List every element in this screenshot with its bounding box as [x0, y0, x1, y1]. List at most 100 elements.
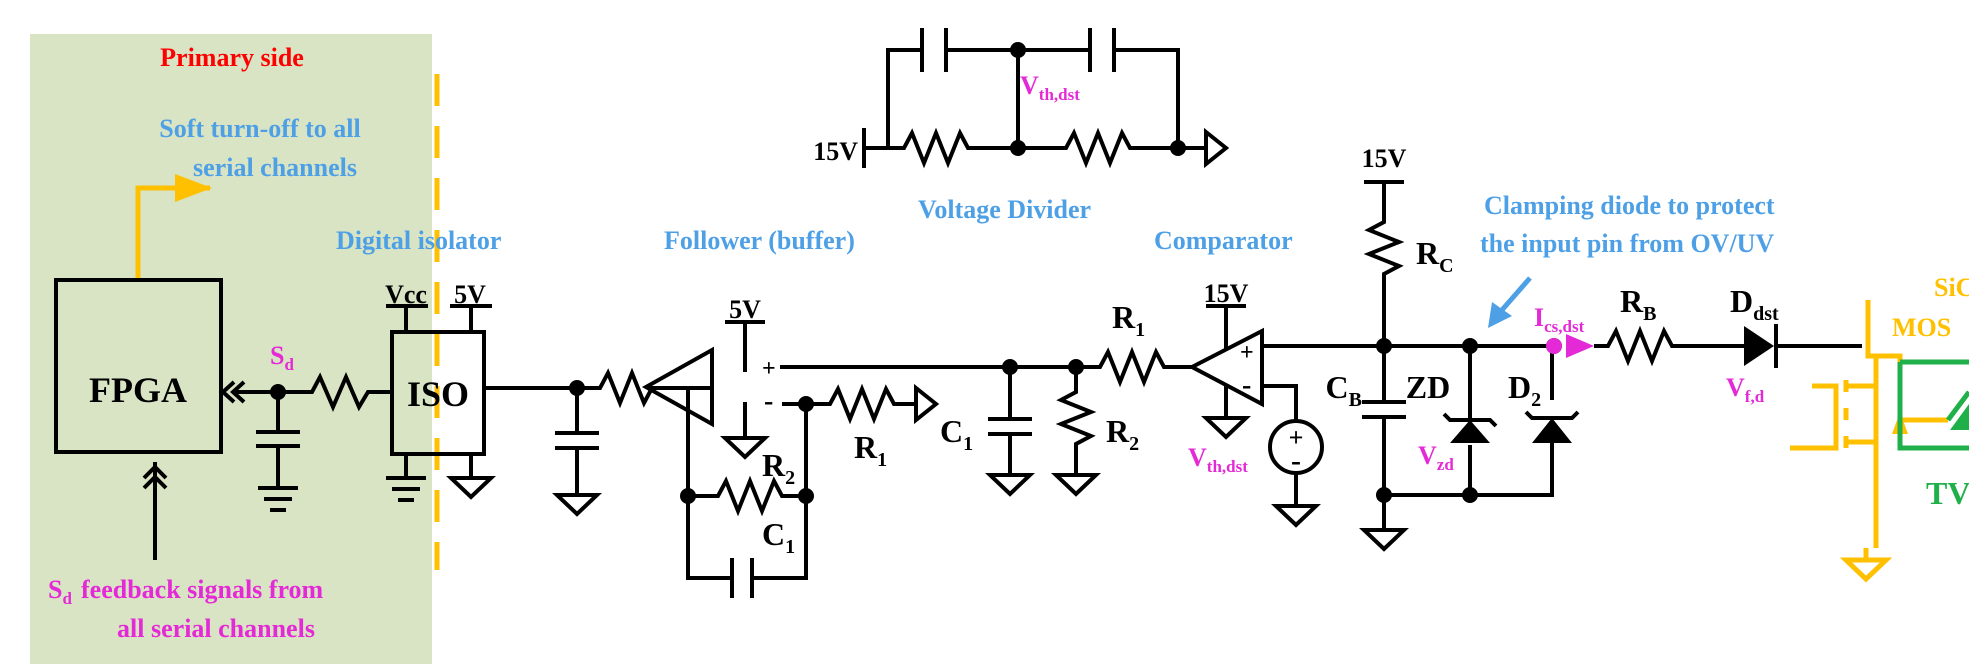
primary-side-label: Primary side: [160, 43, 304, 72]
cb-capacitor: [1358, 346, 1410, 552]
vfd-label: Vf,d: [1726, 373, 1765, 406]
divider-output-arrow: [1204, 127, 1230, 169]
ddst-diode: [1744, 326, 1774, 366]
vth-source-plus: +: [1289, 423, 1304, 452]
voltage-divider-label: Voltage Divider: [918, 195, 1091, 224]
comparator-ground: [1200, 386, 1252, 440]
clamp-arrow-shaft: [1500, 276, 1532, 312]
follower-c1-label: C1: [762, 516, 795, 558]
follower-ground: [719, 402, 771, 460]
tvs-diode: [1897, 359, 1969, 451]
divider-top-cap-2: [1088, 28, 1116, 72]
clamp-label-line2: the input pin from OV/UV: [1480, 229, 1774, 258]
filter-r1-label: R1: [1112, 299, 1145, 341]
divider-top-junction: [1010, 42, 1026, 58]
comparator-minus: -: [1242, 370, 1251, 401]
rc-label: RC: [1416, 235, 1454, 277]
follower-supply: [725, 320, 765, 372]
ddst-bar: [1774, 324, 1862, 368]
tvs-label: TV: [1926, 475, 1969, 511]
follower-fb-junction-1: [680, 488, 696, 504]
sic-label-line2: MOS: [1892, 313, 1951, 342]
sd-wire: [235, 371, 390, 413]
vzd-label: Vzd: [1418, 441, 1454, 474]
zd-diode: [1450, 420, 1490, 443]
iso-output-wire: [484, 367, 714, 409]
clamp-arrow-head: [1488, 302, 1512, 328]
clamp-label-line1: Clamping diode to protect: [1484, 191, 1775, 220]
follower-r2: [688, 475, 806, 517]
feedback-label-line1: feedback signals from: [81, 575, 324, 604]
divider-bottom-network: [864, 127, 1206, 169]
follower-inverting-input: [782, 383, 916, 425]
filter-r2: [1050, 367, 1102, 497]
filter-r2-label: R2: [1106, 413, 1139, 455]
ics-arrow: [1566, 334, 1594, 358]
follower-label: Follower (buffer): [664, 226, 855, 255]
follower-fb-junction-2: [798, 488, 814, 504]
rb-label: RB: [1620, 283, 1656, 325]
feedback-label-line2: all serial channels: [117, 614, 315, 643]
filter-c1: [984, 367, 1036, 497]
rc-filter-cap: [551, 388, 603, 517]
follower-opamp: [641, 346, 714, 428]
sd-filter-capacitor: [256, 392, 300, 512]
comparator-plus: +: [1240, 340, 1254, 366]
rc-resistor: [1363, 180, 1405, 346]
comparator-label: Comparator: [1154, 226, 1293, 255]
divider-right-junction: [1170, 140, 1186, 156]
filter-c1-label: C1: [940, 413, 973, 455]
iso-ground-right: [445, 454, 497, 500]
digital-isolator-label: Digital isolator: [336, 226, 501, 255]
iso-block: [390, 330, 486, 456]
soft-turnoff-label-line1: Soft turn-off to all: [159, 114, 360, 143]
d2-label: D2: [1508, 369, 1541, 411]
cb-label: CB: [1326, 369, 1362, 411]
vth-source-minus: -: [1291, 444, 1301, 477]
vth-source-label: Vth,dst: [1188, 443, 1248, 476]
follower-plus: +: [762, 356, 776, 382]
ddst-label: Ddst: [1730, 283, 1779, 325]
zd-label: ZD: [1406, 369, 1450, 405]
rc-15v-label: 15V: [1362, 144, 1407, 173]
sd-feedback-symbol: Sd: [48, 575, 72, 608]
sd-input-chevron-2: [230, 380, 246, 404]
divider-15v-label: 15V: [813, 137, 858, 166]
feedback-chevron-2: [142, 474, 168, 490]
sic-label-line1: SiC: [1934, 273, 1969, 302]
follower-r2-label: R2: [762, 447, 795, 489]
iso-ground-left: [386, 454, 426, 502]
comparator-15v-label: 15V: [1204, 279, 1249, 308]
feedback-chevron-1: [142, 464, 168, 480]
fpga-block: [54, 278, 223, 454]
follower-minus: -: [764, 386, 773, 417]
follower-feedback: [686, 388, 808, 580]
primary-side-region: [30, 34, 432, 664]
soft-turnoff-arrowhead: [175, 174, 212, 202]
ics-label: Ics,dst: [1534, 303, 1585, 336]
soft-turnoff-label-line2: serial channels: [193, 153, 357, 182]
ics-point: [1546, 338, 1562, 354]
iso-label: ISO: [407, 374, 469, 414]
comparator-minus-wire: [1262, 384, 1298, 420]
vth-divider-label: Vth,dst: [1020, 71, 1080, 104]
follower-5v-label: 5V: [729, 295, 761, 324]
sd-label: Sd: [270, 341, 294, 374]
tvs-diode-body: [1950, 404, 1969, 430]
divider-top-cap-1: [920, 28, 948, 72]
fpga-label: FPGA: [89, 370, 187, 410]
cb-ground-rail: [1384, 455, 1554, 497]
divider-mid-junction: [1010, 140, 1026, 156]
zd-bar: [1442, 412, 1498, 428]
comparator-supply: [1206, 304, 1246, 350]
follower-c1: [730, 558, 754, 598]
follower-r1-label: R1: [854, 429, 887, 471]
sic-ground: [1839, 548, 1893, 583]
rb-resistor: [1594, 325, 1744, 367]
sd-input-chevron-1: [220, 380, 236, 404]
d2-diode: [1532, 418, 1572, 443]
d2-bar: [1524, 410, 1580, 420]
iso-vcc-rail: [386, 304, 492, 332]
follower-r1-arrow: [914, 383, 940, 425]
